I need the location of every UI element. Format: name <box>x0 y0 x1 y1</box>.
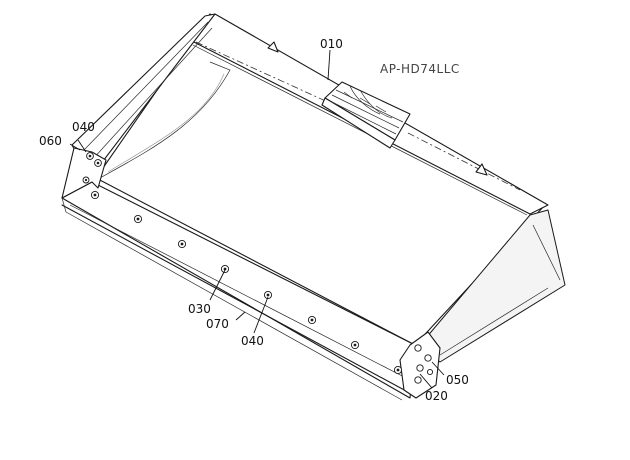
callout-040-lower: 040 <box>241 334 264 348</box>
bolt <box>177 239 187 249</box>
bucket-body <box>61 13 566 401</box>
bolt <box>393 365 403 375</box>
callout-020: 020 <box>425 389 448 403</box>
step-plate-010 <box>321 81 411 149</box>
callout-010: 010 <box>320 37 343 51</box>
model-code: AP-HD74LLC <box>380 62 460 76</box>
edge-bolts <box>90 190 403 375</box>
rear-centerline <box>195 41 331 104</box>
bolt <box>350 340 360 350</box>
right-end-bolts <box>414 344 434 384</box>
left-end-plate <box>61 147 107 199</box>
callout-060: 060 <box>39 134 62 148</box>
callout-070: 070 <box>206 317 229 331</box>
callout-050: 050 <box>446 373 469 387</box>
bolt <box>263 290 273 300</box>
bolt <box>90 190 100 200</box>
callout-030: 030 <box>188 302 211 316</box>
callout-040-upper: 040 <box>72 120 95 134</box>
bolt <box>220 264 230 274</box>
left-end-bolts <box>82 152 102 184</box>
bolt <box>307 315 317 325</box>
leader-lines <box>69 49 445 389</box>
bolt <box>133 214 143 224</box>
